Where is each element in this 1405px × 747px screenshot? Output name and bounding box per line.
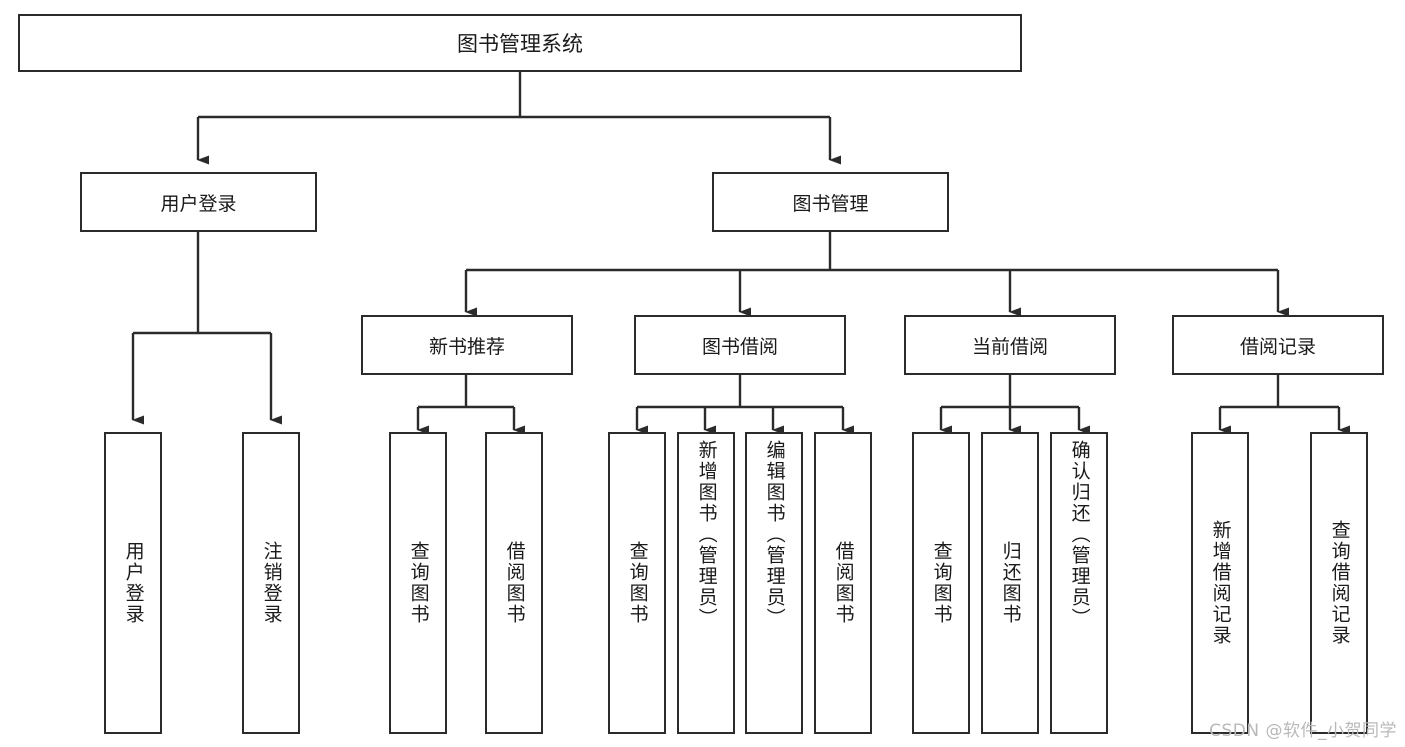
leaf-current-query-book-label: 查询图书: [930, 541, 953, 625]
node-book-management[interactable]: 图书管理: [712, 172, 949, 232]
leaf-user-login-label: 用户登录: [122, 541, 145, 625]
leaf-record-add-record[interactable]: 新增借阅记录: [1191, 432, 1249, 734]
node-borrow-record-label: 借阅记录: [1239, 335, 1316, 358]
node-current-borrow-label: 当前借阅: [971, 335, 1048, 358]
leaf-user-login[interactable]: 用户登录: [104, 432, 162, 734]
leaf-newbook-query-book-label: 查询图书: [407, 541, 430, 625]
leaf-current-confirm-return[interactable]: 确认归还（管理员）: [1050, 432, 1108, 734]
leaf-borrow-add-book-label: 新增图书（管理员）: [695, 440, 718, 629]
node-user-login[interactable]: 用户登录: [80, 172, 317, 232]
node-new-book-recommend[interactable]: 新书推荐: [361, 315, 573, 375]
node-new-book-recommend-label: 新书推荐: [428, 335, 505, 358]
leaf-borrow-query-book-label: 查询图书: [626, 541, 649, 625]
leaf-user-logout[interactable]: 注销登录: [242, 432, 300, 734]
leaf-newbook-borrow-book-label: 借阅图书: [503, 541, 526, 625]
node-root[interactable]: 图书管理系统: [18, 14, 1022, 72]
leaf-borrow-add-book[interactable]: 新增图书（管理员）: [677, 432, 735, 734]
leaf-borrow-borrow-book-label: 借阅图书: [832, 541, 855, 625]
node-root-label: 图书管理系统: [457, 32, 583, 56]
leaf-current-return-book[interactable]: 归还图书: [981, 432, 1039, 734]
leaf-current-return-book-label: 归还图书: [999, 541, 1022, 625]
leaf-current-confirm-return-label: 确认归还（管理员）: [1068, 440, 1091, 629]
leaf-user-logout-label: 注销登录: [260, 541, 283, 625]
leaf-record-query-record-label: 查询借阅记录: [1328, 520, 1351, 646]
leaf-borrow-edit-book[interactable]: 编辑图书（管理员）: [745, 432, 803, 734]
node-book-management-label: 图书管理: [792, 192, 869, 215]
node-current-borrow[interactable]: 当前借阅: [904, 315, 1116, 375]
leaf-borrow-edit-book-label: 编辑图书（管理员）: [763, 440, 786, 629]
leaf-borrow-query-book[interactable]: 查询图书: [608, 432, 666, 734]
node-user-login-label: 用户登录: [160, 192, 237, 215]
leaf-current-query-book[interactable]: 查询图书: [912, 432, 970, 734]
leaf-record-add-record-label: 新增借阅记录: [1209, 520, 1232, 646]
leaf-record-query-record[interactable]: 查询借阅记录: [1310, 432, 1368, 734]
node-book-borrow-label: 图书借阅: [701, 335, 778, 358]
node-book-borrow[interactable]: 图书借阅: [634, 315, 846, 375]
leaf-borrow-borrow-book[interactable]: 借阅图书: [814, 432, 872, 734]
watermark: CSDN @软件_小贺同学: [1209, 721, 1397, 741]
leaf-newbook-borrow-book[interactable]: 借阅图书: [485, 432, 543, 734]
node-borrow-record[interactable]: 借阅记录: [1172, 315, 1384, 375]
leaf-newbook-query-book[interactable]: 查询图书: [389, 432, 447, 734]
